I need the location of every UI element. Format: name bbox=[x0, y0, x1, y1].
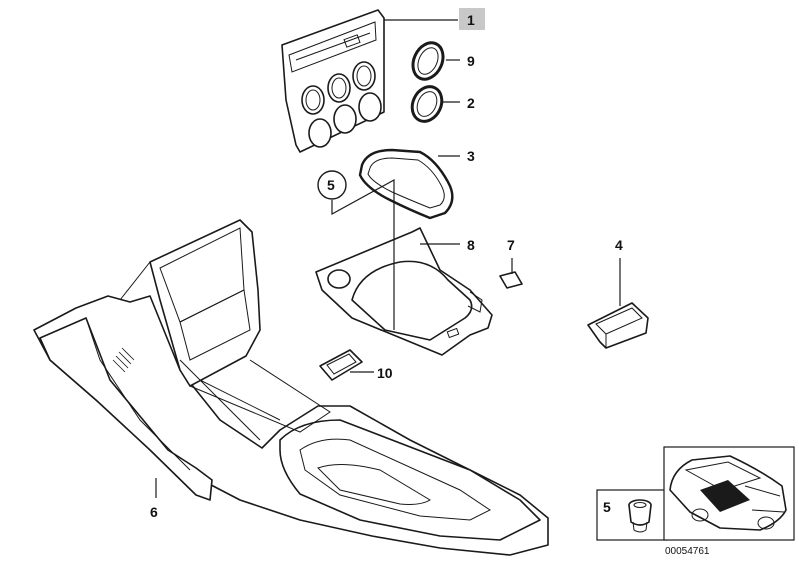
callout-9: 9 bbox=[467, 53, 475, 69]
part-3-shift-frame[interactable] bbox=[358, 148, 454, 220]
part-6-center-console[interactable] bbox=[33, 219, 549, 556]
reference-number: 00054761 bbox=[665, 546, 710, 557]
callout-5: 5 bbox=[327, 177, 335, 193]
inset-car-locator bbox=[663, 446, 795, 541]
callout-8: 8 bbox=[467, 237, 475, 253]
leader-lines bbox=[155, 19, 621, 498]
inset-callout-5: 5 bbox=[603, 499, 611, 515]
part-9-ring[interactable] bbox=[407, 38, 448, 84]
callout-2: 2 bbox=[467, 95, 475, 111]
callout-5-circle bbox=[317, 170, 347, 200]
part-2-ring[interactable] bbox=[407, 82, 448, 126]
part-7-insert[interactable] bbox=[499, 271, 523, 289]
callout-10: 10 bbox=[377, 365, 393, 381]
part-4-tray[interactable] bbox=[587, 302, 649, 349]
callout-1: 1 bbox=[467, 12, 475, 28]
callout-1-highlight bbox=[459, 8, 485, 30]
callout-3: 3 bbox=[467, 148, 475, 164]
inset-part-5[interactable]: 5 bbox=[596, 489, 668, 541]
callout-4: 4 bbox=[615, 237, 623, 253]
callout-7: 7 bbox=[507, 237, 515, 253]
callout-6: 6 bbox=[150, 504, 158, 520]
part-10-cover[interactable] bbox=[319, 349, 363, 381]
console-highlight bbox=[700, 480, 750, 512]
part-1-gauge-panel[interactable] bbox=[281, 9, 385, 153]
part-8-console-trim[interactable] bbox=[315, 227, 493, 356]
